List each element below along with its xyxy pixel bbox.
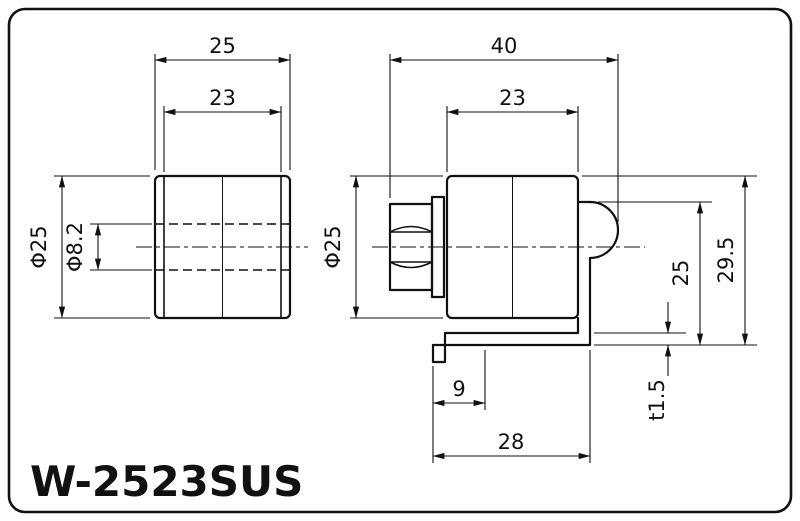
dim-front-tread-width-label: 23 [209,86,236,110]
dim-side-roller-diameter-label: Φ25 [321,225,345,268]
dim-side-base-width: 28 [432,350,591,463]
dim-front-bore-diameter-label: Φ8.2 [63,222,87,272]
dim-front-tread-width: 23 [163,86,282,172]
dim-side-plate-thickness: t1.5 [594,302,686,421]
dim-side-plate-thickness-label: t1.5 [645,379,669,421]
dim-front-outer-diameter-label: Φ25 [27,225,51,268]
dim-front-outer-width: 25 [154,34,291,170]
dim-side-lip-offset-label: 9 [452,377,465,401]
dim-front-bore-diameter: Φ8.2 [63,222,152,272]
side-hex-nut [388,202,434,292]
sheet-border [7,7,793,514]
part-number: W-2523SUS [30,457,303,506]
side-view: 40 23 Φ25 25 [321,34,757,463]
dim-side-roller-width: 23 [446,86,579,172]
dim-side-overall-width-label: 40 [491,34,518,58]
dim-side-roller-width-label: 23 [499,86,526,110]
dim-side-lip-offset: 9 [432,350,486,463]
dim-front-outer-width-label: 25 [209,34,236,58]
dim-side-mount-height: 25 [598,201,712,346]
dim-side-roller-diameter: Φ25 [321,175,443,319]
dim-front-outer-diameter: Φ25 [27,175,150,319]
dim-side-mount-height-label: 25 [669,260,693,287]
dim-side-base-width-label: 28 [498,430,525,454]
front-view: 25 23 Φ25 Φ8.2 [27,34,308,320]
dim-side-overall-width: 40 [389,34,619,222]
dim-side-overall-height-label: 29.5 [714,237,738,284]
front-bore-hidden-lines [155,223,290,271]
side-bracket [431,200,620,364]
